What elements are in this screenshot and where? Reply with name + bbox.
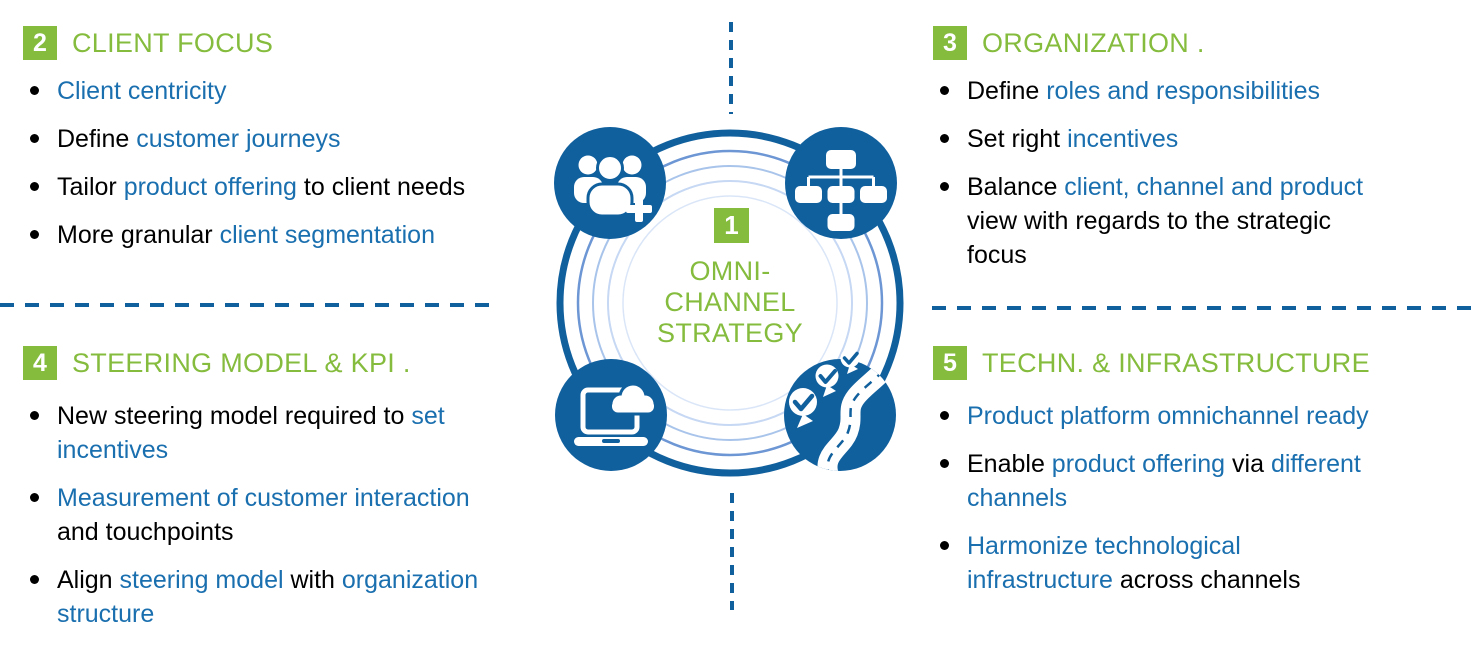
laptop-cloud-icon [555,359,667,471]
bullet-text: Product platform omnichannel ready [967,402,1369,430]
bullet-text: Client centricity [57,77,227,105]
bullet-icon [30,411,39,420]
list-item: Define customer journeys [23,122,538,156]
list-item: More granular client segmentation [23,218,538,252]
bullet-icon [940,459,949,468]
bullet-icon [940,182,949,191]
bullet-icon [940,411,949,420]
list-item: Tailor product offering to client needs [23,170,538,204]
center-number-badge: 1 [714,208,749,243]
center-title-line-1: OMNI- [689,256,771,286]
quadrant-organization: 3 ORGANIZATION . Define roles and respon… [933,26,1473,286]
bullet-text: Define roles and responsibilities [967,77,1320,105]
inner-ring-3 [607,180,853,426]
bullet-text: More granular client segmentation [57,221,435,249]
center-title: OMNI- CHANNEL STRATEGY [620,256,840,349]
inner-ring-4 [622,195,838,411]
org-chart-icon [785,127,897,239]
bullet-icon [30,493,39,502]
inner-ring-1 [576,149,884,457]
divider-top [729,22,733,114]
bullet-text: Set right incentives [967,125,1179,153]
bullet-text: Define customer journeys [57,125,341,153]
bullet-icon [30,575,39,584]
list-item: Client centricity [23,74,538,108]
bullet-icon [30,134,39,143]
section-number-badge: 2 [23,26,57,60]
section-number-badge: 5 [933,346,967,380]
section-header: 2 CLIENT FOCUS [23,26,538,60]
center-circle-diagram [554,127,904,477]
bullet-icon [940,541,949,550]
list-item: Set right incentives [933,122,1473,156]
section-title: TECHN. & INFRASTRUCTURE [982,347,1370,378]
divider-left [0,303,494,307]
roadmap-check-icon [784,348,896,471]
section-header: 3 ORGANIZATION . [933,26,1473,60]
bullet-text: Tailor product offering to client needs [57,173,466,201]
bullet-icon [940,86,949,95]
section-title: STEERING MODEL & KPI . [72,347,411,378]
bullet-icon [940,134,949,143]
bullet-icon [30,182,39,191]
list-item: Product platform omnichannel ready [933,399,1473,433]
quadrant-steering-model-kpi: 4 STEERING MODEL & KPI . New steering mo… [23,346,563,645]
people-add-icon [554,127,666,239]
center-title-line-2: CHANNEL [664,287,796,317]
bullet-icon [30,230,39,239]
center-title-line-3: STRATEGY [657,318,803,348]
list-item: Define roles and responsibilities [933,74,1473,108]
section-number-badge: 3 [933,26,967,60]
inner-ring-2 [592,165,868,441]
section-number-badge: 4 [23,346,57,380]
section-header: 5 TECHN. & INFRASTRUCTURE [933,346,1473,380]
bullet-icon [30,86,39,95]
section-header: 4 STEERING MODEL & KPI . [23,346,563,380]
section-title: CLIENT FOCUS [72,27,274,58]
divider-right [932,306,1474,310]
section-title: ORGANIZATION . [982,27,1205,58]
divider-bottom [730,493,734,610]
quadrant-techn-infrastructure: 5 TECHN. & INFRASTRUCTURE Product platfo… [933,346,1473,611]
